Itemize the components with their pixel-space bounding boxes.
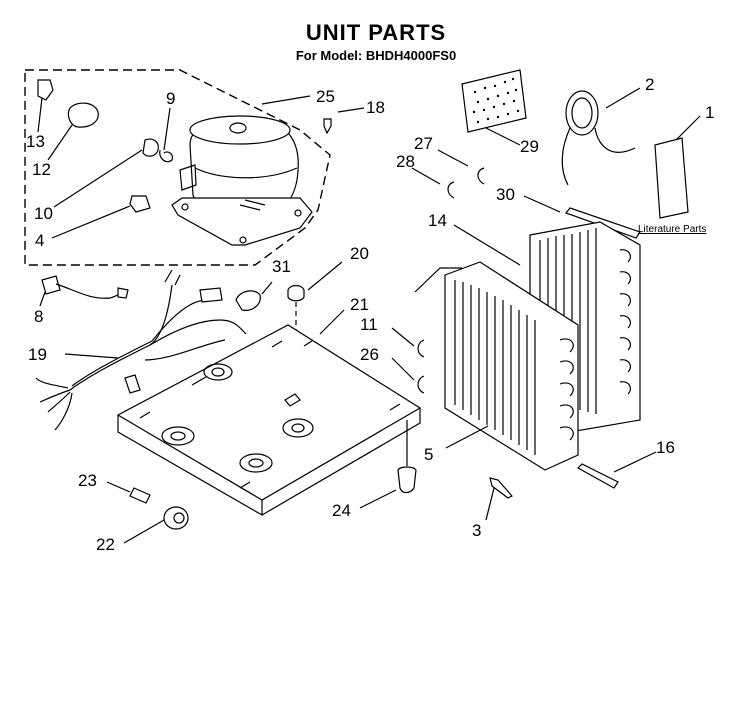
compressor-group-boundary — [24, 69, 331, 266]
callout-4: 4 — [35, 231, 44, 250]
callout-25: 25 — [316, 87, 335, 106]
callout-28: 28 — [396, 152, 415, 171]
part-19-wire-harness — [35, 269, 247, 431]
callout-11: 11 — [360, 315, 378, 334]
part-26-clip — [417, 375, 425, 394]
callout-20: 20 — [350, 244, 369, 263]
diagram-title: UNIT PARTS — [305, 20, 447, 45]
part-2-hose — [561, 90, 636, 186]
callout-12: 12 — [32, 160, 51, 179]
callout-26: 26 — [360, 345, 379, 364]
part-29-filter — [461, 69, 527, 133]
part-8-power-cord — [41, 275, 129, 299]
callout-2: 2 — [645, 75, 654, 94]
callout-9: 9 — [166, 89, 175, 108]
part-21-base-pan — [116, 324, 422, 517]
callout-1: 1 — [705, 103, 714, 122]
callout-10: 10 — [34, 204, 53, 223]
callout-14: 14 — [428, 211, 447, 230]
part-23-spacer — [129, 487, 151, 504]
callout-3: 3 — [472, 521, 481, 540]
part-20-grommet — [287, 284, 305, 302]
model-subtitle: For Model: BHDH4000FS0 — [295, 48, 457, 63]
literature-parts-label: Literature Parts — [638, 224, 706, 235]
callout-labels: 1 2 3 4 5 8 9 10 11 12 13 14 16 18 19 20… — [26, 75, 714, 554]
callout-31: 31 — [272, 257, 291, 276]
callout-30: 30 — [496, 185, 515, 204]
leader-lines — [37, 87, 701, 544]
part-1-literature — [654, 137, 689, 219]
callout-19: 19 — [28, 345, 47, 364]
part-24-foot — [397, 466, 417, 494]
callout-13: 13 — [26, 132, 45, 151]
part-3-screw — [489, 477, 513, 499]
part-27-clip — [477, 167, 485, 185]
callout-23: 23 — [78, 471, 97, 490]
part-16-strip — [577, 463, 619, 489]
part-5-condenser — [414, 261, 579, 471]
callout-5: 5 — [424, 445, 433, 464]
part-22-bushing — [163, 506, 189, 530]
part-9-clip — [159, 149, 173, 163]
part-12-cover — [67, 102, 99, 128]
callout-21: 21 — [350, 295, 369, 314]
part-4-relay — [129, 195, 151, 213]
callout-22: 22 — [96, 535, 115, 554]
callout-27: 27 — [414, 134, 433, 153]
part-18-screw — [323, 118, 332, 135]
part-28-clip — [447, 181, 455, 199]
part-11-clip — [417, 339, 425, 358]
callout-16: 16 — [656, 438, 675, 457]
callout-29: 29 — [520, 137, 539, 156]
part-31-clip — [235, 290, 261, 311]
callout-24: 24 — [332, 501, 351, 520]
callout-18: 18 — [366, 98, 385, 117]
callout-8: 8 — [34, 307, 43, 326]
part-13-clip — [37, 79, 54, 101]
part-10-overload — [142, 138, 159, 157]
compressor-drawing — [171, 115, 313, 246]
